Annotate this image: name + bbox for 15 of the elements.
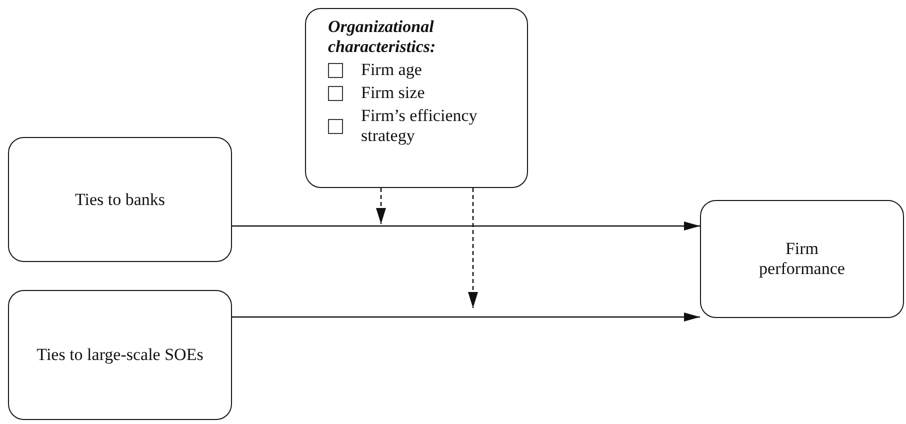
arrow — [232, 312, 700, 322]
node-label: Ties to banks — [74, 190, 166, 210]
node-label: Ties to large-scale SOEs — [36, 345, 204, 365]
dashed-arrow — [376, 188, 386, 224]
list-item: Firm age — [361, 60, 422, 80]
node-label: Firm performance — [758, 239, 846, 279]
predictor-box — [8, 290, 232, 420]
dashed-arrow — [468, 188, 478, 308]
outcome-box — [700, 200, 904, 318]
predictor-box — [8, 137, 232, 262]
moderator-box — [305, 8, 528, 188]
list-item: Firm size — [361, 83, 425, 103]
box-heading: Organizational characteristics: — [328, 17, 437, 57]
list-item: Firm’s efficiency strategy — [361, 106, 478, 146]
arrow — [232, 222, 700, 230]
